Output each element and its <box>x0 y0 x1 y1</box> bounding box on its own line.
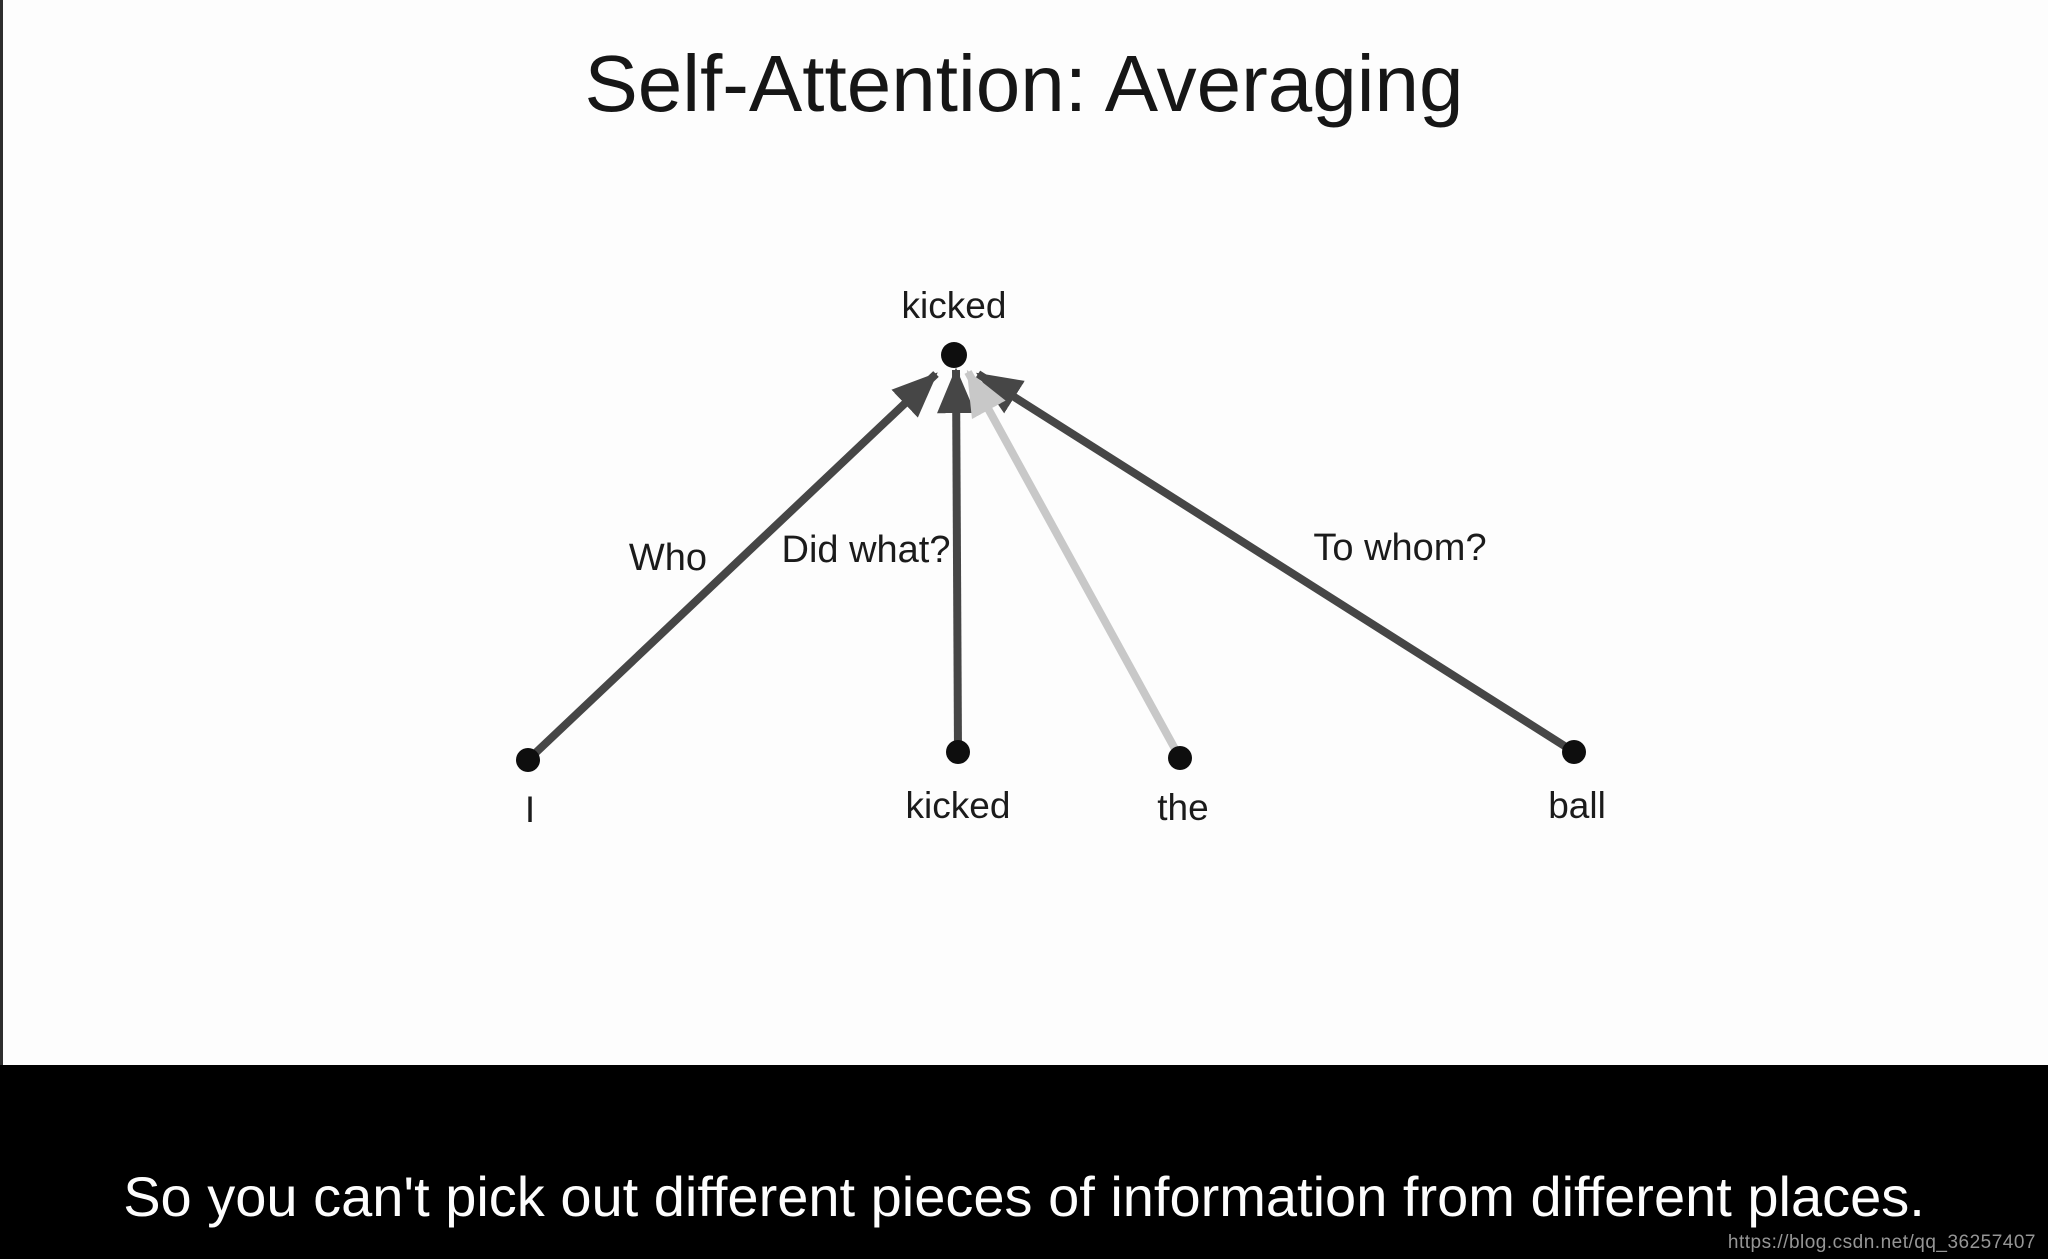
input-node-dot-i <box>516 748 540 772</box>
input-node-label-ball: ball <box>1548 785 1606 826</box>
input-node-label-i: I <box>525 789 535 830</box>
edge-ball-to-output <box>975 370 1577 756</box>
edge-label-who: Who <box>629 537 707 579</box>
input-node-dot-the <box>1168 746 1192 770</box>
input-node-dot-ball <box>1562 740 1586 764</box>
edge-label-to-whom: To whom? <box>1313 527 1486 569</box>
input-node-label-kicked: kicked <box>906 785 1011 826</box>
edge-the-to-output <box>964 369 1184 760</box>
output-node-dot <box>941 342 967 368</box>
slide-title: Self-Attention: Averaging <box>584 39 1464 128</box>
left-edge-border <box>0 0 3 1259</box>
edge-i-to-output <box>525 371 939 763</box>
output-node-label: kicked <box>902 285 1007 326</box>
input-node-label-the: the <box>1157 787 1208 828</box>
edge-kicked-to-output <box>937 367 976 753</box>
input-node-dot-kicked <box>946 740 970 764</box>
edge-label-did-what: Did what? <box>782 529 951 571</box>
subtitle-text: So you can't pick out different pieces o… <box>123 1165 1925 1228</box>
subtitle-bar: So you can't pick out different pieces o… <box>0 1065 2048 1259</box>
watermark-url: https://blog.csdn.net/qq_36257407 <box>1727 1232 2036 1253</box>
